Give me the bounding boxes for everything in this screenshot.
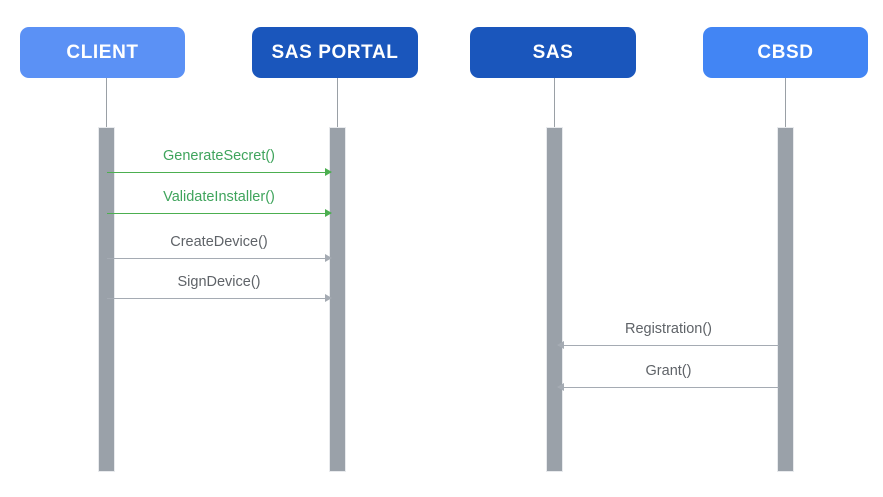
message-line-validate-installer xyxy=(107,213,331,214)
activation-bar-sas xyxy=(546,127,563,472)
lifeline-stem-sas xyxy=(554,78,555,127)
actor-box-client[interactable]: CLIENT xyxy=(20,27,185,78)
lifeline-stem-client xyxy=(106,78,107,127)
actor-box-cbsd[interactable]: CBSD xyxy=(703,27,868,78)
arrowhead-left-icon xyxy=(557,341,564,349)
arrowhead-right-icon xyxy=(325,294,332,302)
message-line-grant xyxy=(558,387,779,388)
message-label-registration: Registration() xyxy=(624,321,713,338)
message-line-generate-secret xyxy=(107,172,331,173)
lifeline-stem-cbsd xyxy=(785,78,786,127)
activation-bar-client xyxy=(98,127,115,472)
message-label-create-device: CreateDevice() xyxy=(170,234,268,251)
actor-label-client: CLIENT xyxy=(66,41,139,63)
lifeline-stem-sas-portal xyxy=(337,78,338,127)
actor-label-cbsd: CBSD xyxy=(757,41,814,63)
arrowhead-right-icon xyxy=(325,168,332,176)
arrowhead-right-icon xyxy=(325,209,332,217)
message-label-grant: Grant() xyxy=(645,363,692,380)
actor-box-sas-portal[interactable]: SAS PORTAL xyxy=(252,27,418,78)
message-line-sign-device xyxy=(107,298,331,299)
actor-box-sas[interactable]: SAS xyxy=(470,27,636,78)
message-label-generate-secret: GenerateSecret() xyxy=(162,148,276,165)
activation-bar-cbsd xyxy=(777,127,794,472)
arrowhead-right-icon xyxy=(325,254,332,262)
message-label-sign-device: SignDevice() xyxy=(177,274,261,291)
actor-label-sas: SAS xyxy=(532,41,574,63)
arrowhead-left-icon xyxy=(557,383,564,391)
message-label-validate-installer: ValidateInstaller() xyxy=(163,189,275,206)
message-line-registration xyxy=(558,345,779,346)
actor-label-sas-portal: SAS PORTAL xyxy=(271,41,399,63)
message-line-create-device xyxy=(107,258,331,259)
